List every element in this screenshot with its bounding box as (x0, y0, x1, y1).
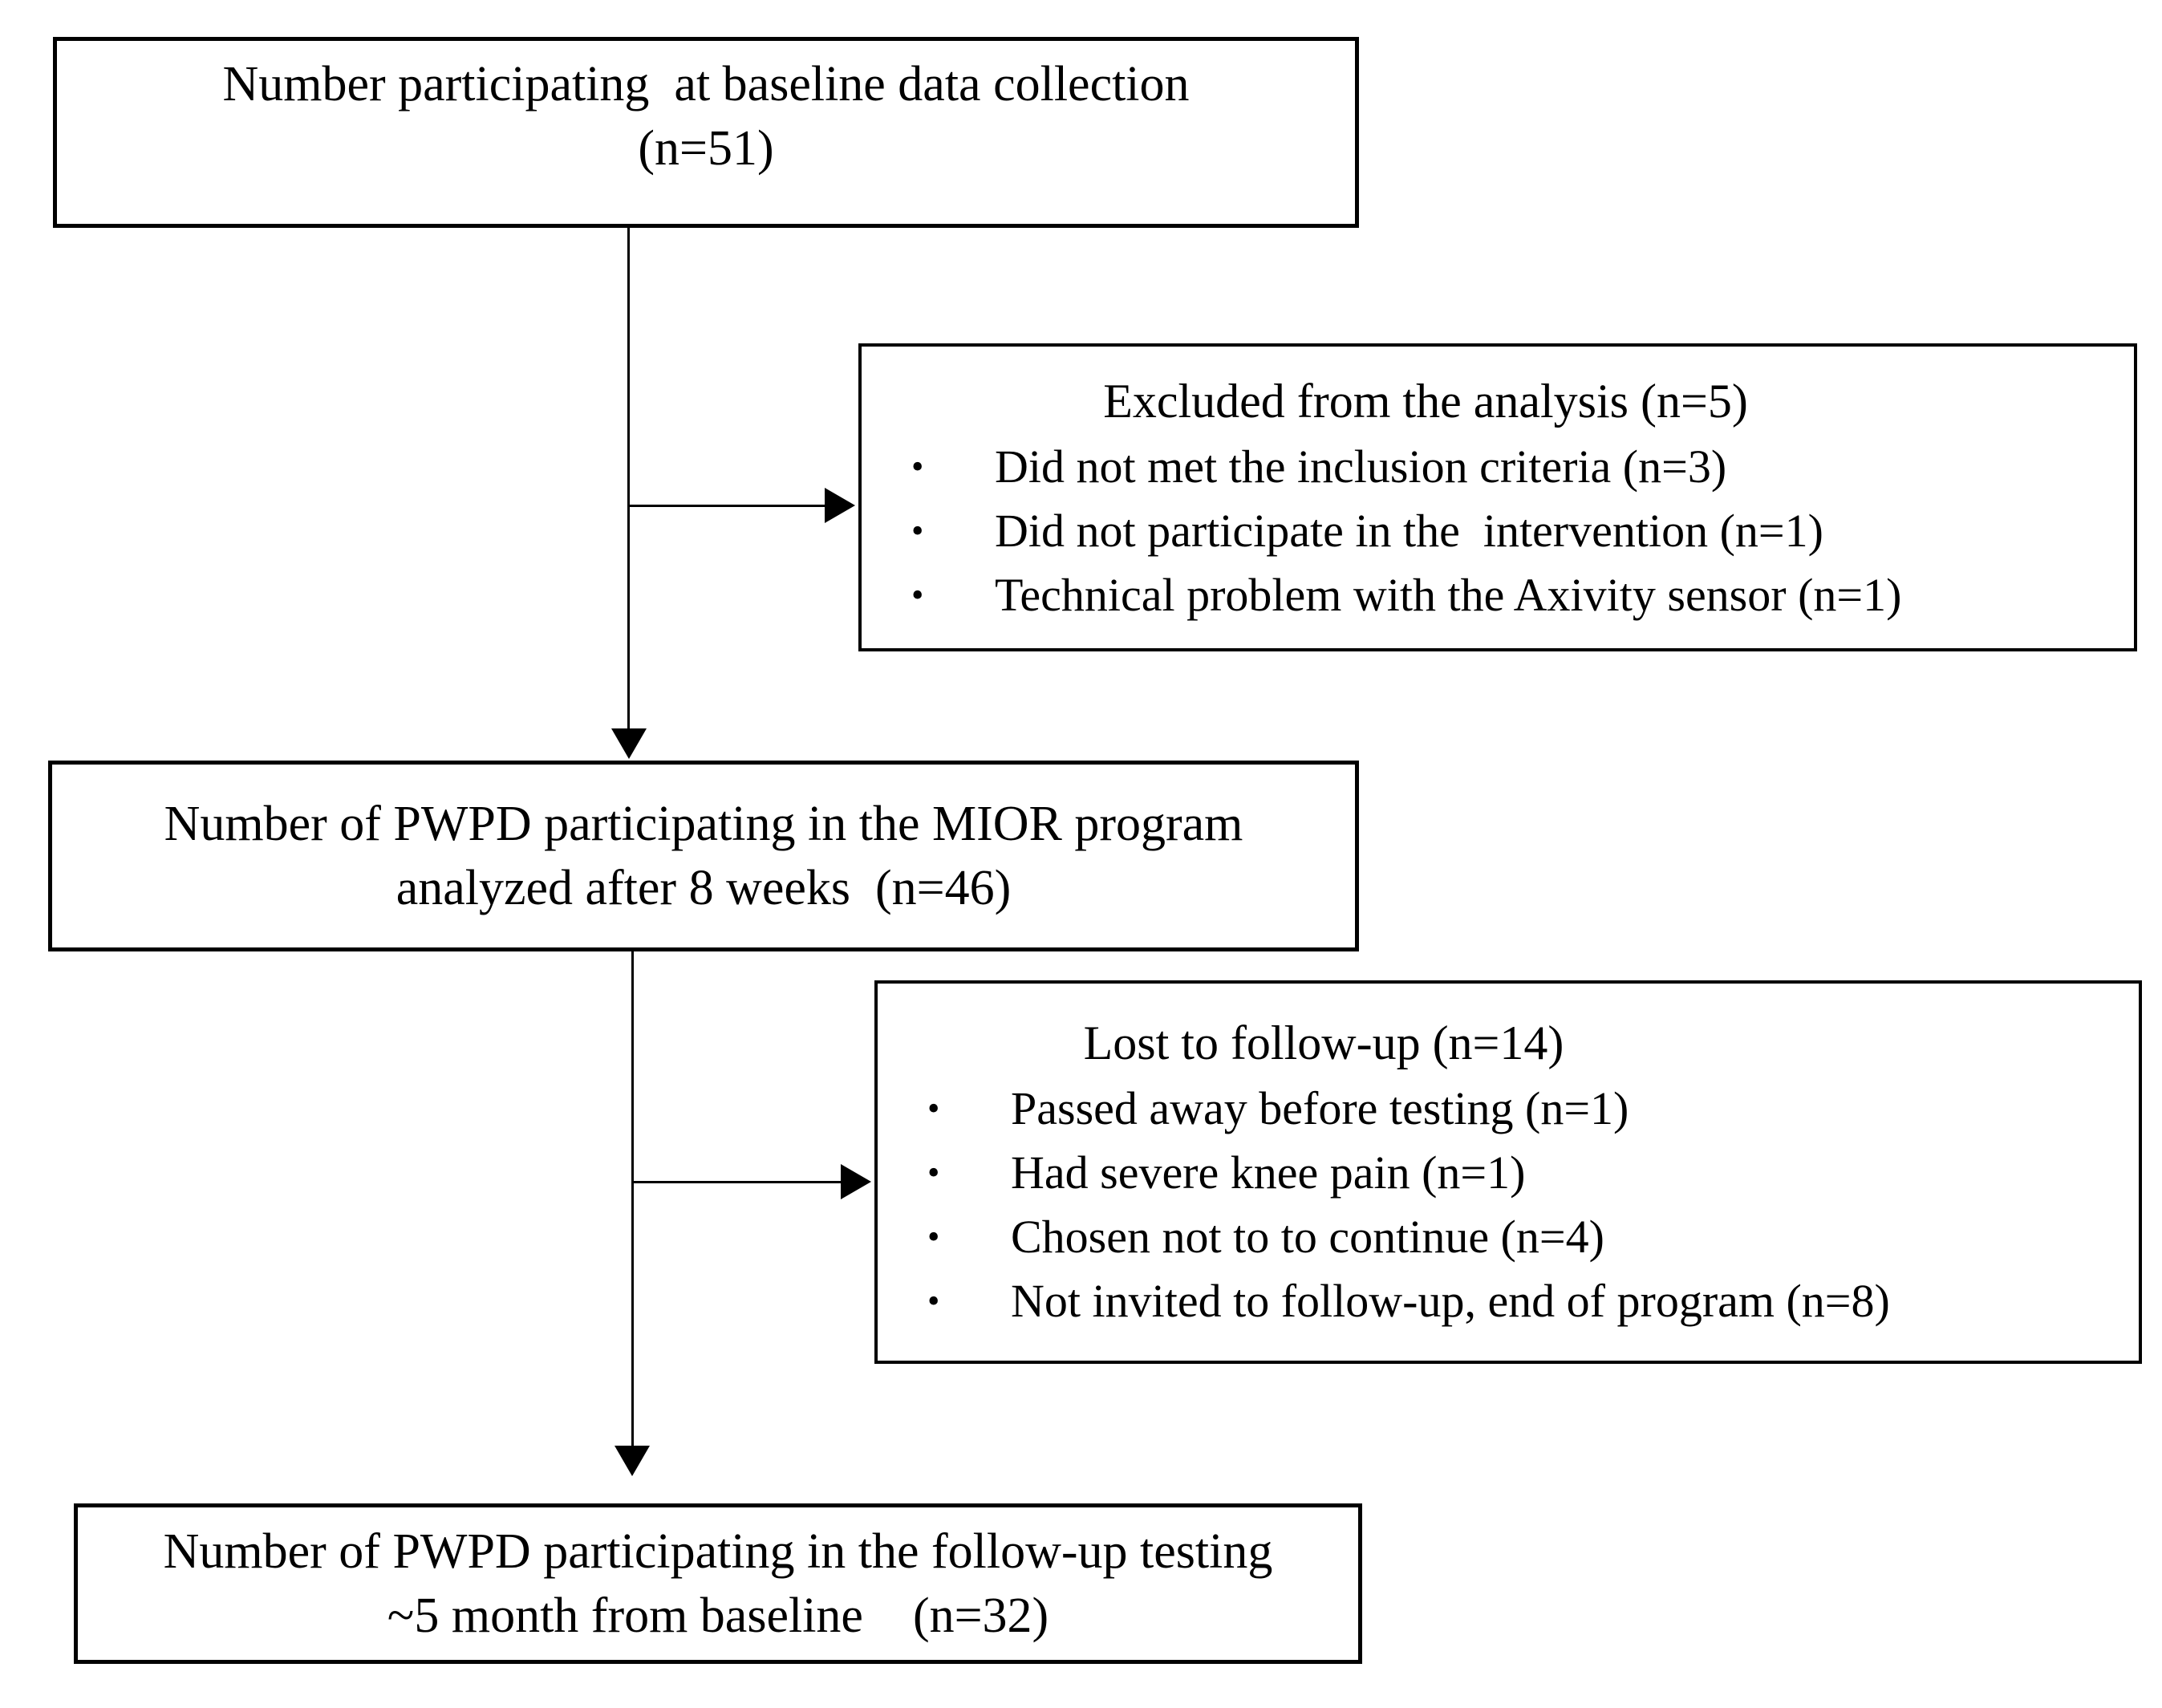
bullet-icon: • (927, 1089, 940, 1128)
arrowhead-right-lost-icon (841, 1164, 871, 1199)
lost-bullet-row: • Chosen not to to continue (n=4) (878, 1205, 2139, 1269)
program-box-line1: Number of PWPD participating in the MIOR… (164, 797, 1243, 851)
lost-box-heading: Lost to follow-up (n=14) (1083, 1016, 1564, 1069)
excluded-bullet-text: Technical problem with the Axivity senso… (995, 569, 1902, 621)
connector-branch-to-excluded (628, 505, 826, 507)
bullet-icon: • (927, 1153, 940, 1192)
connector-branch-to-lost (632, 1181, 842, 1183)
excluded-bullet-text: Did not participate in the intervention … (995, 505, 1823, 557)
excluded-bullet-text: Did not met the inclusion criteria (n=3) (995, 440, 1727, 493)
bullet-icon: • (927, 1217, 940, 1256)
arrowhead-right-excluded-icon (825, 488, 855, 523)
lost-bullet-text: Chosen not to to continue (n=4) (1011, 1211, 1604, 1263)
followup-box: Number of PWPD participating in the foll… (74, 1503, 1362, 1664)
program-box: Number of PWPD participating in the MIOR… (48, 761, 1359, 951)
lost-bullet-row: • Had severe knee pain (n=1) (878, 1141, 2139, 1205)
excluded-bullet-row: • Technical problem with the Axivity sen… (862, 563, 2134, 627)
followup-box-line2: ~5 month from baseline (n=32) (387, 1588, 1049, 1643)
bullet-icon: • (911, 447, 924, 486)
excluded-box: Excluded from the analysis (n=5) • Did n… (858, 343, 2137, 651)
arrowhead-down-program-icon (611, 728, 647, 759)
bullet-icon: • (927, 1281, 940, 1321)
program-box-line2: analyzed after 8 weeks (n=46) (395, 861, 1012, 915)
excluded-box-heading: Excluded from the analysis (n=5) (1103, 375, 1748, 428)
lost-bullet-text: Had severe knee pain (n=1) (1011, 1146, 1526, 1199)
baseline-box-line2: (n=51) (638, 121, 774, 176)
excluded-bullet-row: • Did not participate in the interventio… (862, 499, 2134, 563)
bullet-icon: • (911, 575, 924, 615)
lost-bullet-text: Passed away before testing (n=1) (1011, 1082, 1629, 1134)
baseline-box: Number participating at baseline data co… (53, 37, 1359, 228)
bullet-icon: • (911, 511, 924, 550)
followup-box-line1: Number of PWPD participating in the foll… (163, 1524, 1273, 1579)
lost-box: Lost to follow-up (n=14) • Passed away b… (874, 980, 2142, 1364)
lost-bullet-text: Not invited to follow-up, end of program… (1011, 1275, 1890, 1327)
lost-bullet-row: • Not invited to follow-up, end of progr… (878, 1269, 2139, 1333)
connector-baseline-to-program (627, 228, 630, 733)
arrowhead-down-followup-icon (615, 1446, 650, 1476)
lost-bullet-row: • Passed away before testing (n=1) (878, 1077, 2139, 1141)
excluded-bullet-row: • Did not met the inclusion criteria (n=… (862, 435, 2134, 499)
baseline-box-line1: Number participating at baseline data co… (222, 57, 1190, 112)
connector-program-to-followup (631, 951, 634, 1447)
